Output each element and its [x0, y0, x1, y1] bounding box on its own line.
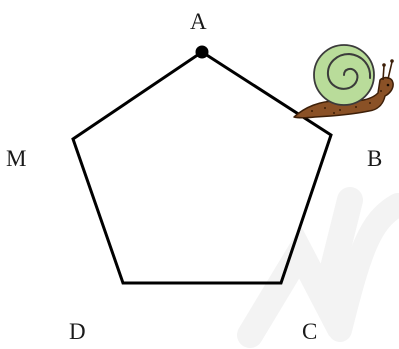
vertex-label-d: D	[69, 319, 86, 344]
snail-antenna-right	[387, 61, 393, 80]
pentagon-shape	[71, 50, 333, 285]
snail-eye	[386, 83, 390, 87]
snail-antenna-left	[382, 65, 385, 81]
snail-speckles	[311, 90, 382, 114]
vertex-label-b: B	[367, 146, 382, 171]
vertex-a-dot	[195, 45, 209, 59]
snail-shell	[313, 44, 375, 106]
snail-icon	[293, 44, 394, 119]
vertex-label-c: C	[302, 319, 317, 344]
vertex-label-m: M	[6, 146, 26, 171]
watermark	[237, 187, 399, 348]
vertex-label-a: A	[190, 9, 207, 34]
